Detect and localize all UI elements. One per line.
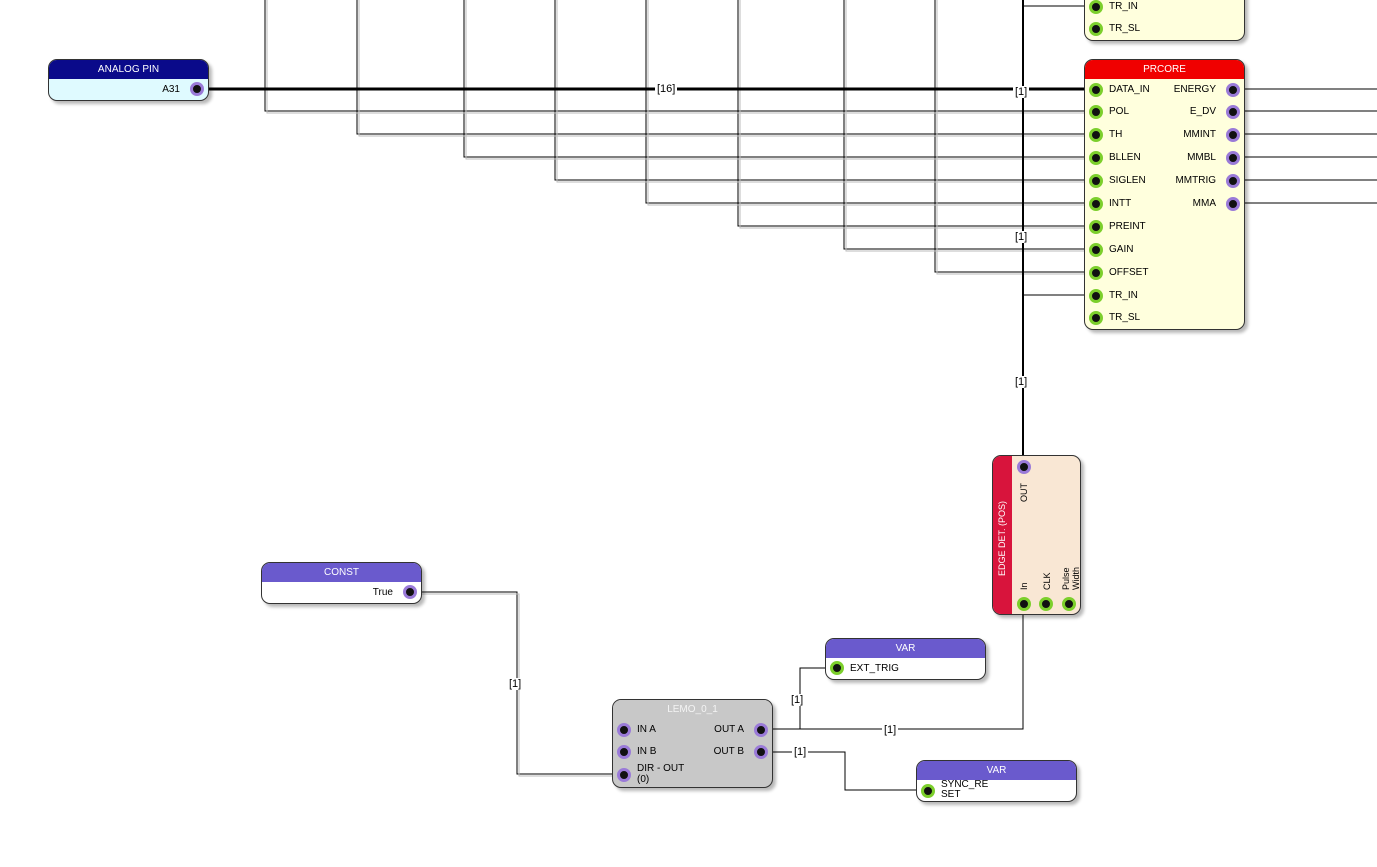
wire-gain	[843, 0, 1090, 250]
prcore-in-port-data-in[interactable]	[1089, 83, 1103, 97]
edge-det-title: EDGE DET. (POS)	[997, 500, 1007, 576]
var-ext-trig-title: VAR	[826, 639, 985, 658]
prcore-out-port-mmbl[interactable]	[1226, 151, 1240, 165]
lemo-in-a-label: IN A	[637, 724, 656, 735]
prcore-out-port-energy[interactable]	[1226, 83, 1240, 97]
bus-label-trig-c: [1]	[1013, 376, 1030, 388]
analog-pin-title: ANALOG PIN	[49, 60, 208, 79]
prcore-top-block[interactable]: TR_IN TR_SL	[1084, 0, 1245, 41]
prcore-in-label: OFFSET	[1109, 267, 1149, 278]
bus-label-const-dir: [1]	[507, 678, 524, 690]
prcore-in-label: TH	[1109, 129, 1123, 140]
prcore-out-label: MMBL	[1187, 152, 1216, 163]
wire-siglen	[554, 0, 1090, 181]
const-block[interactable]: CONST True	[261, 562, 422, 604]
lemo-out-a-label: OUT A	[714, 724, 744, 735]
prcore-top-trin-port[interactable]	[1089, 0, 1103, 14]
analog-pin-block[interactable]: ANALOG PIN A31	[48, 59, 209, 101]
const-port-label: True	[372, 587, 393, 598]
bus-label-lemo-edge: [1]	[882, 724, 899, 736]
prcore-out-label: E_DV	[1189, 106, 1216, 117]
prcore-in-label: TR_SL	[1109, 312, 1141, 323]
bus-label-trig-b: [1]	[1013, 231, 1030, 243]
var-ext-trig-input-port[interactable]	[830, 661, 844, 675]
var-sync-reset-title: VAR	[917, 761, 1076, 780]
const-title: CONST	[262, 563, 421, 582]
lemo-dir-port[interactable]	[617, 768, 631, 782]
prcore-in-port-bllen[interactable]	[1089, 151, 1103, 165]
prcore-in-label: INTT	[1109, 198, 1132, 209]
lemo-in-b-label: IN B	[637, 746, 657, 757]
edge-det-in-port[interactable]	[1017, 597, 1031, 611]
edge-det-pulse-label: Pulse Width	[1061, 566, 1081, 590]
prcore-in-port-gain[interactable]	[1089, 243, 1103, 257]
bus-label-lemo-var: [1]	[789, 694, 806, 706]
prcore-in-port-trsl[interactable]	[1089, 311, 1103, 325]
wire-bllen	[463, 0, 1090, 158]
prcore-out-label: MMINT	[1183, 129, 1216, 140]
var-sync-reset-port-label: SYNC_RE SET	[941, 779, 989, 800]
bus-label-analog: [16]	[655, 83, 678, 95]
edge-det-pulse-port[interactable]	[1062, 597, 1076, 611]
wire-intt	[645, 0, 1090, 204]
var-sync-reset-input-port[interactable]	[921, 784, 935, 798]
lemo-out-b-label: OUT B	[713, 746, 744, 757]
lemo-in-a-port[interactable]	[617, 723, 631, 737]
wire-th	[356, 0, 1090, 135]
var-ext-trig-port-label: EXT_TRIG	[850, 663, 899, 674]
wire-lemo-edge	[760, 604, 1024, 730]
prcore-out-port-mmtrig[interactable]	[1226, 174, 1240, 188]
edge-det-clk-port[interactable]	[1039, 597, 1053, 611]
bus-label-trig-a: [1]	[1013, 86, 1030, 98]
prcore-title: PRCORE	[1085, 60, 1244, 79]
bus-label-lemo-outb: [1]	[792, 746, 809, 758]
wire-preint	[737, 0, 1090, 227]
var-sync-reset-block[interactable]: VAR SYNC_RE SET	[916, 760, 1077, 802]
prcore-in-port-preint[interactable]	[1089, 220, 1103, 234]
edge-det-out-label: OUT	[1019, 483, 1029, 502]
var-ext-trig-block[interactable]: VAR EXT_TRIG	[825, 638, 986, 680]
lemo-out-b-port[interactable]	[754, 745, 768, 759]
edge-det-clk-label: CLK	[1042, 572, 1052, 590]
prcore-in-label: DATA_IN	[1109, 84, 1150, 95]
prcore-in-port-siglen[interactable]	[1089, 174, 1103, 188]
prcore-in-label: PREINT	[1109, 221, 1146, 232]
prcore-in-label: TR_IN	[1109, 290, 1138, 301]
prcore-out-port-mma[interactable]	[1226, 197, 1240, 211]
prcore-in-label: POL	[1109, 106, 1130, 117]
lemo-out-a-port[interactable]	[754, 723, 768, 737]
lemo-block[interactable]: LEMO_0_1 IN A IN B DIR - OUT (0) OUT A O…	[612, 699, 773, 788]
prcore-out-label: MMTRIG	[1175, 175, 1216, 186]
prcore-top-trsl-port[interactable]	[1089, 22, 1103, 36]
analog-pin-port-label: A31	[162, 84, 180, 95]
prcore-in-port-intt[interactable]	[1089, 197, 1103, 211]
prcore-out-label: ENERGY	[1173, 84, 1216, 95]
prcore-in-port-th[interactable]	[1089, 128, 1103, 142]
prcore-out-port-edv[interactable]	[1226, 105, 1240, 119]
prcore-in-label: SIGLEN	[1109, 175, 1146, 186]
edge-det-out-port[interactable]	[1017, 460, 1031, 474]
prcore-in-port-offset[interactable]	[1089, 266, 1103, 280]
const-output-port[interactable]	[403, 585, 417, 599]
edge-det-title-strip	[993, 456, 1012, 614]
prcore-top-trin-label: TR_IN	[1109, 1, 1138, 12]
lemo-in-b-port[interactable]	[617, 745, 631, 759]
lemo-dir-label: DIR - OUT (0)	[637, 763, 685, 785]
edge-det-in-label: In	[1019, 582, 1029, 590]
wire-pol	[264, 0, 1090, 112]
prcore-block[interactable]: PRCORE DATA_IN POL TH BLLEN SIGLEN INTT …	[1084, 59, 1245, 330]
prcore-top-trsl-label: TR_SL	[1109, 23, 1141, 34]
prcore-in-port-trin[interactable]	[1089, 289, 1103, 303]
wire-lemo-sync	[760, 751, 928, 791]
lemo-title: LEMO_0_1	[613, 700, 772, 719]
analog-pin-output-port[interactable]	[190, 82, 204, 96]
prcore-in-label: GAIN	[1109, 244, 1134, 255]
prcore-out-label: MMA	[1192, 198, 1216, 209]
prcore-in-label: BLLEN	[1109, 152, 1141, 163]
edge-det-block[interactable]: EDGE DET. (POS) OUT In CLK Pulse Width	[992, 455, 1081, 615]
prcore-out-port-mmint[interactable]	[1226, 128, 1240, 142]
prcore-in-port-pol[interactable]	[1089, 105, 1103, 119]
wire-offset	[934, 0, 1090, 273]
